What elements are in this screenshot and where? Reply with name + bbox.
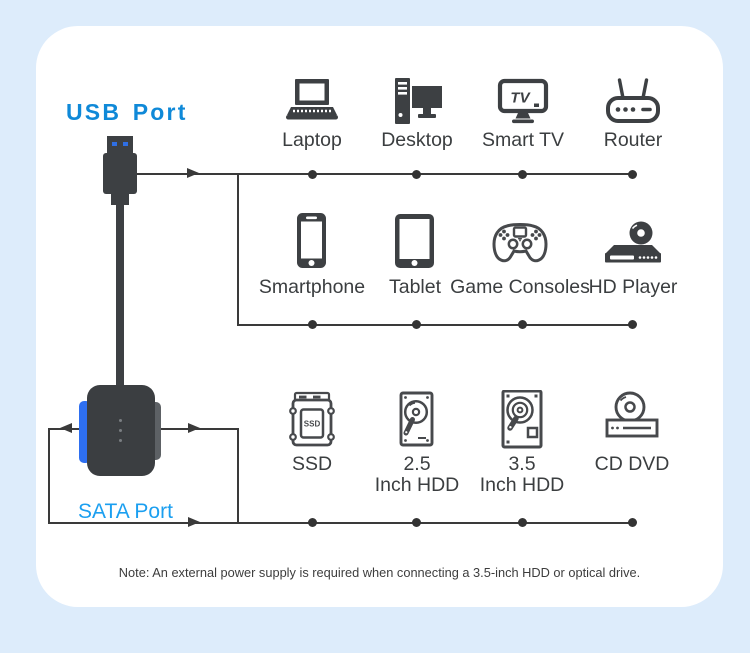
device-label: SSD — [291, 453, 333, 475]
product-card — [36, 26, 723, 607]
game-console-icon — [492, 223, 548, 263]
router-icon — [606, 78, 660, 123]
usb-pin-icon — [123, 142, 128, 146]
adapter-led-dot — [119, 419, 122, 422]
sata-port-title: SATA Port — [78, 500, 173, 523]
junction-dot — [308, 518, 317, 527]
device-cell-game-consoles: Game Consoles — [450, 212, 590, 298]
usb-pin-icon — [112, 142, 117, 146]
svg-text:TV: TV — [510, 90, 531, 107]
usb-row1-line — [137, 173, 632, 175]
arrow-right-icon — [188, 423, 200, 433]
adapter-led-dot — [119, 439, 122, 442]
junction-dot — [308, 170, 317, 179]
desktop-icon — [395, 78, 442, 124]
junction-dot — [628, 170, 637, 179]
usb-plug-tip — [107, 136, 133, 153]
hdd-3-5-icon — [501, 390, 543, 449]
device-label: HD Player — [588, 276, 678, 298]
device-label: Smart TV — [482, 129, 564, 151]
hd-player-icon — [605, 221, 661, 263]
device-cell-hdd-35: 3.5 Inch HDD — [452, 390, 592, 496]
usb-plug-neck — [111, 194, 129, 205]
device-cell-cd-dvd: CD DVD — [562, 390, 702, 475]
adapter-led-dot — [119, 429, 122, 432]
tablet-icon — [395, 214, 434, 268]
ssd-icon: SSD — [289, 391, 335, 447]
junction-dot — [518, 170, 527, 179]
device-label: Desktop — [381, 129, 453, 151]
laptop-icon — [286, 79, 338, 120]
junction-dot — [518, 518, 527, 527]
sata-branch-right — [237, 428, 239, 524]
device-cell-laptop: Laptop — [242, 78, 382, 151]
hdd-2-5-icon — [399, 391, 434, 447]
arrow-right-icon — [188, 517, 200, 527]
device-cell-hdd-25: 2.5 Inch HDD — [347, 390, 487, 496]
usb-cable — [116, 205, 124, 390]
device-cell-desktop: Desktop — [347, 78, 487, 151]
device-label: CD DVD — [594, 453, 670, 475]
svg-text:SSD: SSD — [304, 420, 321, 429]
junction-dot — [628, 320, 637, 329]
device-cell-smartphone: Smartphone — [242, 212, 382, 298]
junction-dot — [518, 320, 527, 329]
usb-plug-body — [103, 153, 137, 194]
device-cell-router: Router — [563, 78, 703, 151]
device-cell-smart-tv: TV Smart TV — [453, 78, 593, 151]
junction-dot — [308, 320, 317, 329]
device-label: Game Consoles — [450, 276, 590, 298]
usb-branch-line — [237, 173, 239, 326]
arrow-right-icon — [187, 168, 199, 178]
footnote-text: Note: An external power supply is requir… — [118, 565, 641, 580]
arrow-left-icon — [60, 423, 72, 433]
device-cell-tablet: Tablet — [345, 212, 485, 298]
junction-dot — [412, 320, 421, 329]
usb-port-title: USB Port — [66, 99, 188, 125]
device-label: 3.5 — [508, 453, 536, 475]
device-cell-hd-player: HD Player — [563, 212, 703, 298]
device-label-line2: Inch HDD — [374, 474, 460, 496]
junction-dot — [628, 518, 637, 527]
device-cell-ssd: SSD SSD — [242, 390, 382, 475]
smartphone-icon — [297, 213, 326, 268]
junction-dot — [412, 170, 421, 179]
device-label: 2.5 — [403, 453, 431, 475]
device-label: Tablet — [388, 276, 442, 298]
smart-tv-icon: TV — [497, 78, 549, 124]
device-label: Laptop — [282, 129, 342, 151]
cd-dvd-icon — [605, 391, 659, 438]
device-label: Router — [603, 129, 663, 151]
device-label-line2: Inch HDD — [479, 474, 565, 496]
sata-branch-left — [48, 428, 50, 524]
junction-dot — [412, 518, 421, 527]
sata-row-line — [48, 522, 632, 524]
device-label: Smartphone — [258, 276, 366, 298]
usb-row2-line — [237, 324, 632, 326]
